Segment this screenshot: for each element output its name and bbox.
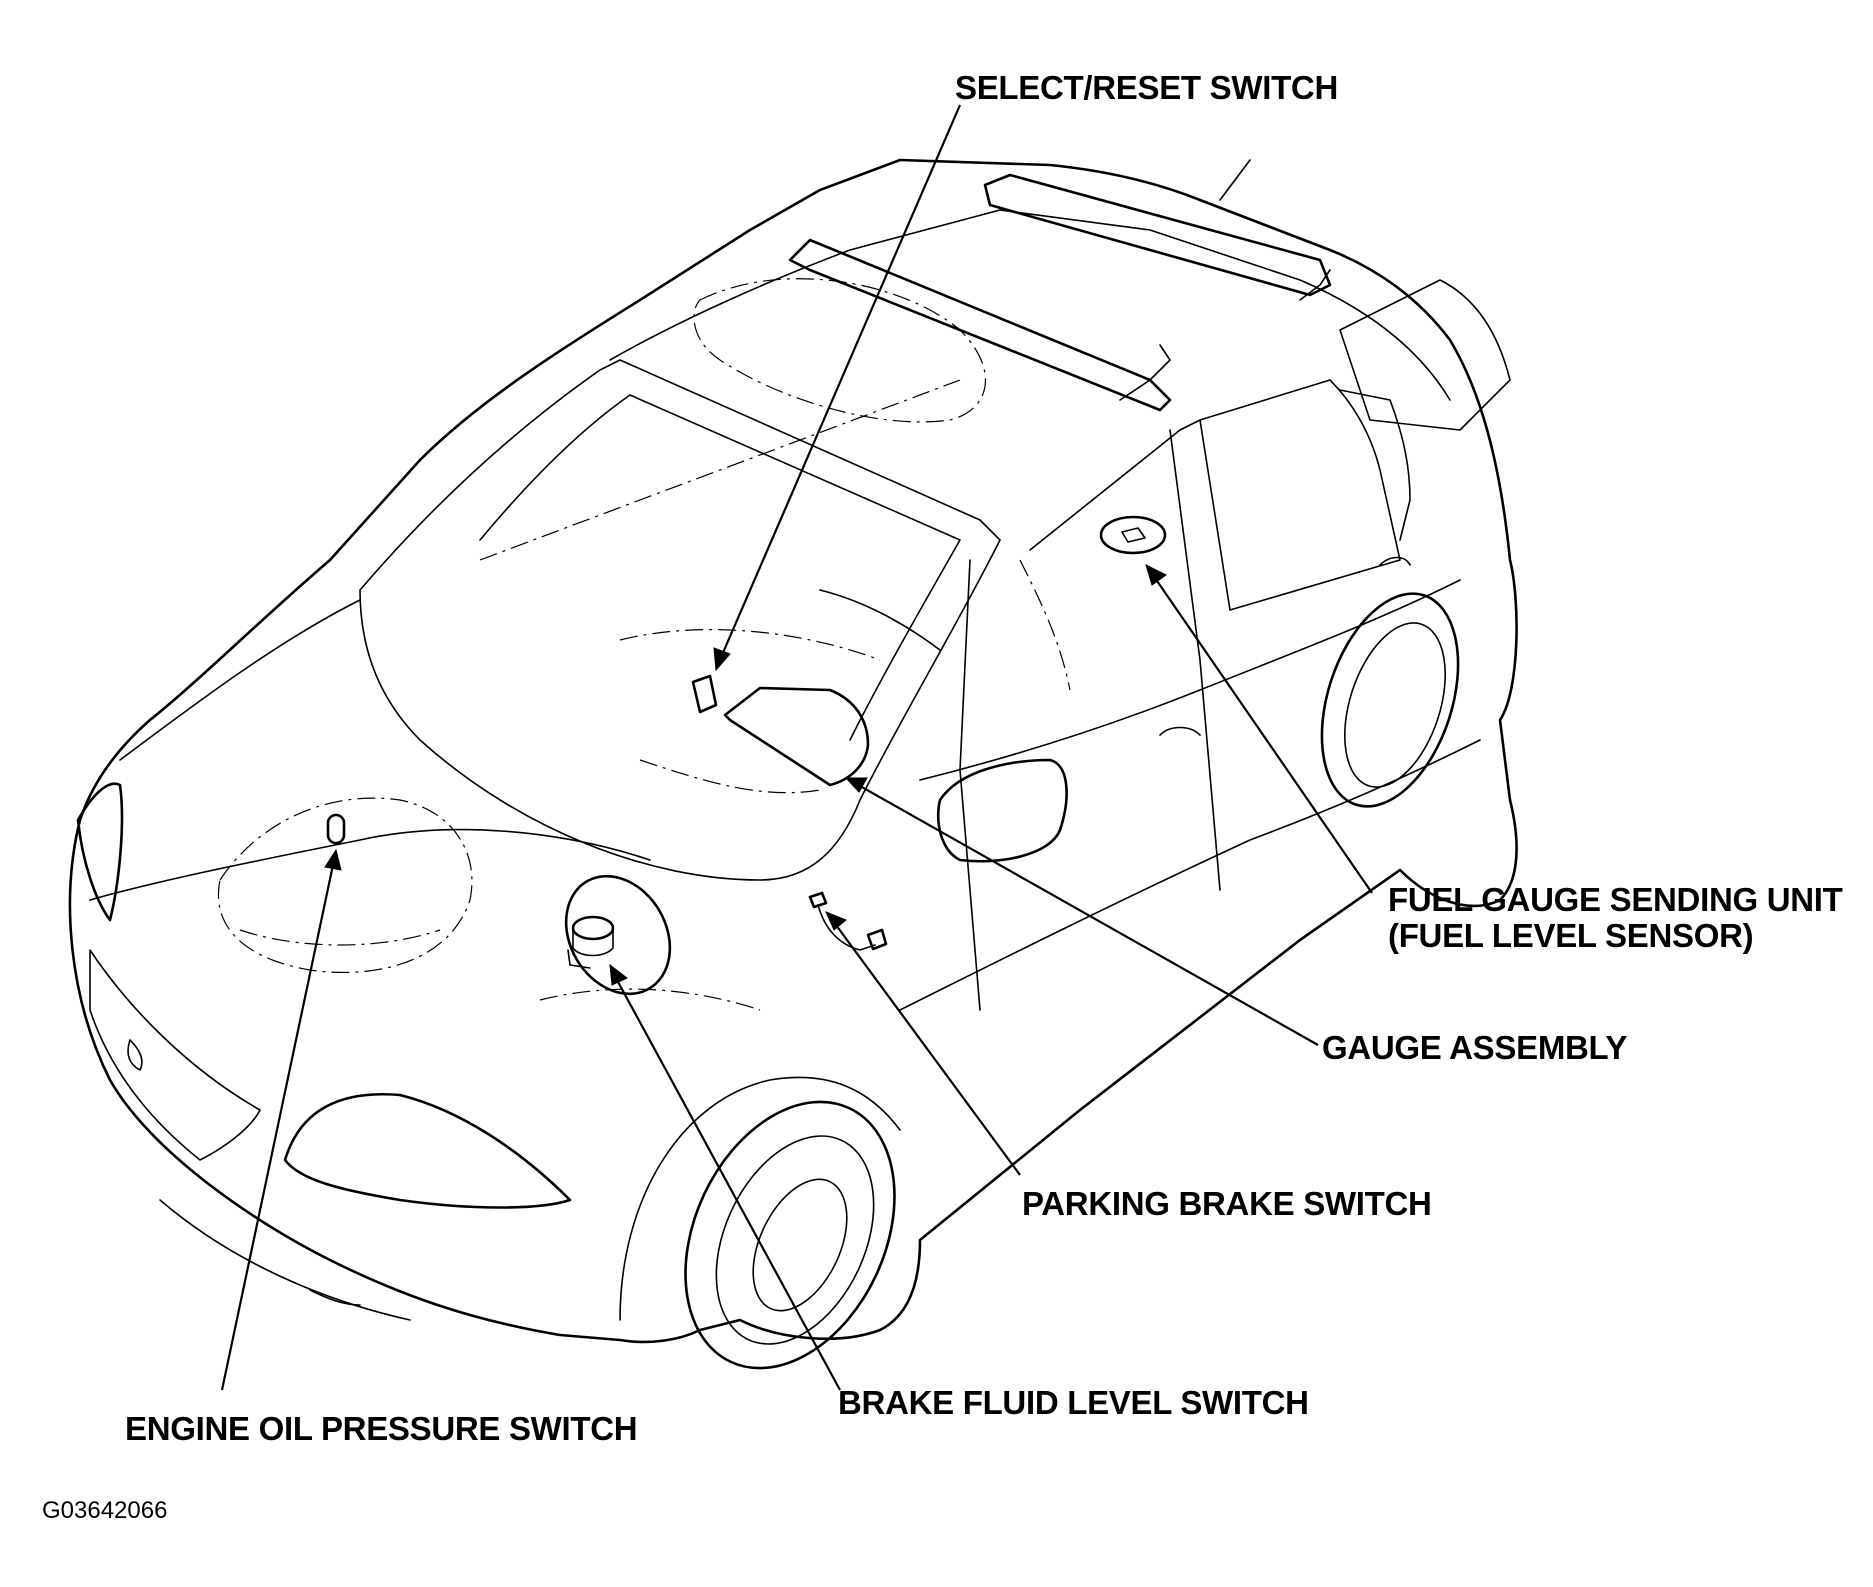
fuel-level-sensor-label: (FUEL LEVEL SENSOR)	[1388, 917, 1754, 954]
brake-master-cylinder-part	[564, 874, 672, 996]
oil-pressure-switch-part	[326, 813, 346, 845]
hidden-lines	[217, 278, 1071, 1011]
fuel-gauge-sender-part	[1099, 515, 1167, 555]
figure-code: G03642066	[42, 1497, 168, 1524]
gauge-assembly-part	[723, 686, 870, 787]
gauge-assembly-label: GAUGE ASSEMBLY	[1322, 1029, 1628, 1066]
parking-brake-switch-label: PARKING BRAKE SWITCH	[1022, 1185, 1432, 1222]
engine-oil-pressure-switch-label: ENGINE OIL PRESSURE SWITCH	[125, 1410, 638, 1447]
vehicle-body	[68, 158, 1518, 1370]
fuel-gauge-sending-unit-label: FUEL GAUGE SENDING UNIT	[1388, 881, 1843, 918]
parking-brake-switch-part	[808, 891, 828, 909]
select-reset-switch-part	[691, 674, 718, 714]
components	[326, 515, 1167, 996]
select-reset-switch-label: SELECT/RESET SWITCH	[955, 69, 1338, 106]
leader-lines	[220, 104, 1373, 1391]
brake-fluid-level-switch-label: BRAKE FLUID LEVEL SWITCH	[838, 1384, 1309, 1421]
